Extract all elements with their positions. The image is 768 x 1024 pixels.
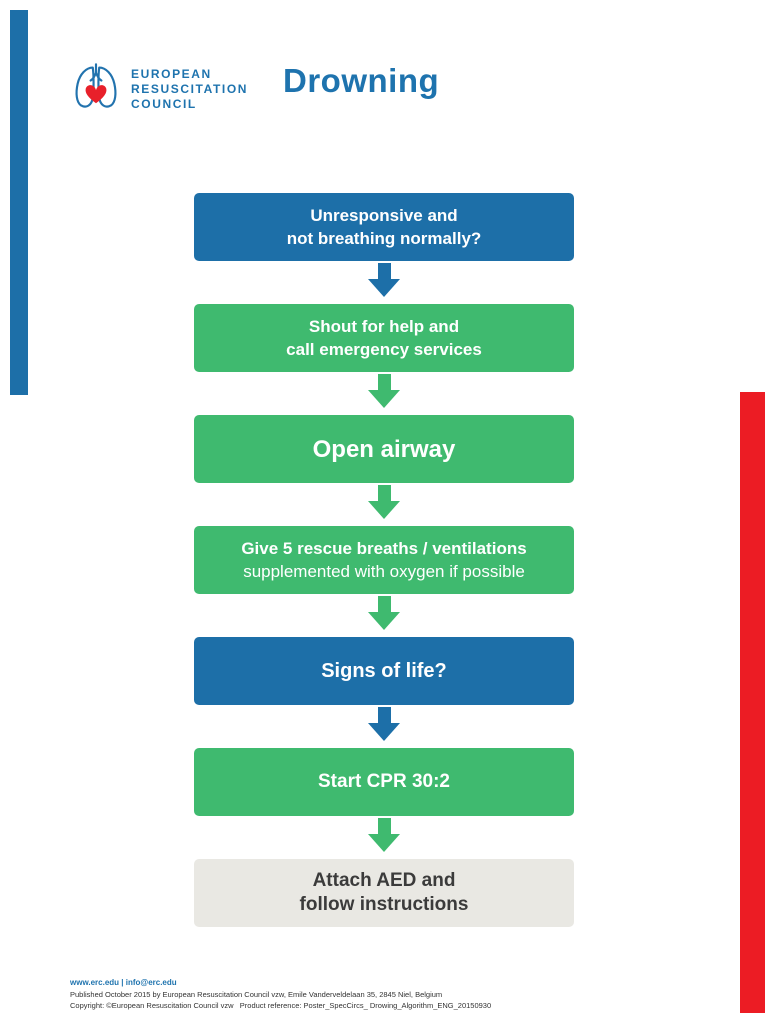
flow-box-signs-of-life: Signs of life? — [194, 637, 574, 705]
footer-published-line: Published October 2015 by European Resus… — [70, 990, 443, 999]
flow-box-text: Shout for help and — [308, 317, 460, 336]
down-arrow-icon — [194, 483, 574, 526]
down-arrow-icon — [194, 816, 574, 859]
flow-box-shout-for-help: Shout for help and call emergency servic… — [194, 304, 574, 372]
flow-box-unresponsive: Unresponsive and not breathing normally? — [194, 193, 574, 261]
algorithm-flowchart: Unresponsive and not breathing normally?… — [194, 193, 574, 927]
flow-box-text: Signs of life? — [321, 659, 447, 682]
flow-box-subtext: supplemented with oxygen if possible — [243, 562, 525, 581]
org-name: EUROPEAN RESUSCITATION COUNCIL — [131, 67, 248, 112]
header: EUROPEAN RESUSCITATION COUNCIL — [70, 60, 248, 114]
erc-lungs-heart-logo-icon — [70, 60, 122, 114]
flow-box-text: Attach AED and — [312, 870, 456, 891]
footer-contact-links: www.erc.edu | info@erc.edu — [70, 978, 177, 987]
org-name-line: COUNCIL — [131, 97, 197, 111]
flow-box-text: not breathing normally? — [286, 229, 482, 248]
down-arrow-icon — [194, 372, 574, 415]
footer: www.erc.edu | info@erc.edu Published Oct… — [70, 978, 491, 1011]
down-arrow-icon — [194, 594, 574, 637]
down-arrow-icon — [194, 261, 574, 304]
flow-box-text: Give 5 rescue breaths / ventilations — [241, 539, 527, 558]
org-name-line: EUROPEAN — [131, 67, 212, 81]
down-arrow-icon — [194, 705, 574, 748]
flow-box-text: Open airway — [312, 435, 456, 463]
footer-copyright-line: Copyright: ©European Resuscitation Counc… — [70, 1000, 492, 1010]
flow-box-attach-aed: Attach AED and follow instructions — [194, 859, 574, 927]
org-name-line: RESUSCITATION — [131, 82, 249, 96]
flow-box-rescue-breaths: Give 5 rescue breaths / ventilations sup… — [194, 526, 574, 594]
flow-box-text: follow instructions — [299, 894, 469, 915]
flow-box-text: call emergency services — [286, 340, 482, 359]
page-title: Drowning — [283, 62, 440, 99]
left-accent-bar — [10, 10, 28, 395]
right-accent-bar — [740, 392, 765, 1013]
flow-box-text: Unresponsive and — [310, 206, 458, 225]
flow-box-text: Start CPR 30:2 — [318, 771, 450, 792]
flow-box-start-cpr: Start CPR 30:2 — [194, 748, 574, 816]
flow-box-open-airway: Open airway — [194, 415, 574, 483]
